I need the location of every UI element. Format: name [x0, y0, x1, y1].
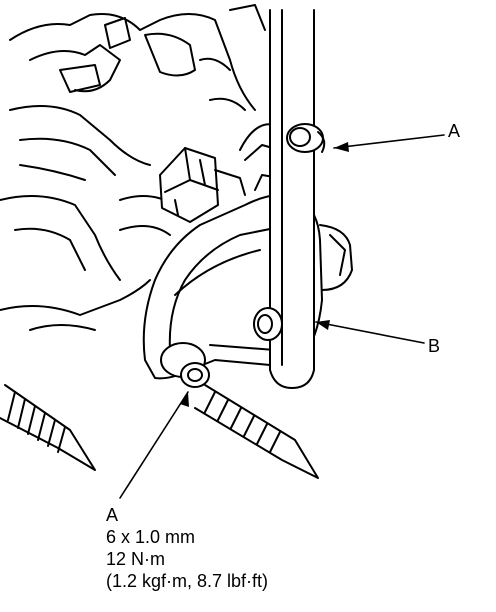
arrowhead-b	[316, 320, 330, 330]
arrowheads	[180, 142, 349, 407]
torque-alternate-units: (1.2 kgf·m, 8.7 lbf·ft)	[106, 571, 269, 591]
callout-label-a-top: A	[448, 121, 461, 141]
bolt-size: 6 x 1.0 mm	[106, 527, 196, 547]
callout-label-a-bottom: A	[106, 505, 119, 525]
arrowhead-a-bottom	[180, 392, 189, 407]
leader-a-bottom	[119, 391, 189, 499]
background-casting	[0, 4, 266, 331]
leader-b	[315, 321, 425, 344]
lower-bolt	[160, 342, 210, 388]
upper-bolt	[286, 123, 326, 153]
arrowhead-a-top	[334, 142, 349, 152]
sensor-connector	[159, 147, 246, 223]
leader-lines	[119, 134, 445, 499]
callout-label-b: B	[428, 336, 441, 356]
threaded-bolt-right	[194, 384, 319, 479]
threaded-bolt-left	[0, 384, 96, 471]
torque-spec-block: A 6 x 1.0 mm 12 N·m (1.2 kgf·m, 8.7 lbf·…	[106, 505, 268, 593]
leader-a-top	[333, 134, 445, 149]
shaft-center-detail	[253, 307, 283, 341]
torque-value: 12 N·m	[106, 549, 166, 569]
shaft-lever	[269, 9, 315, 389]
